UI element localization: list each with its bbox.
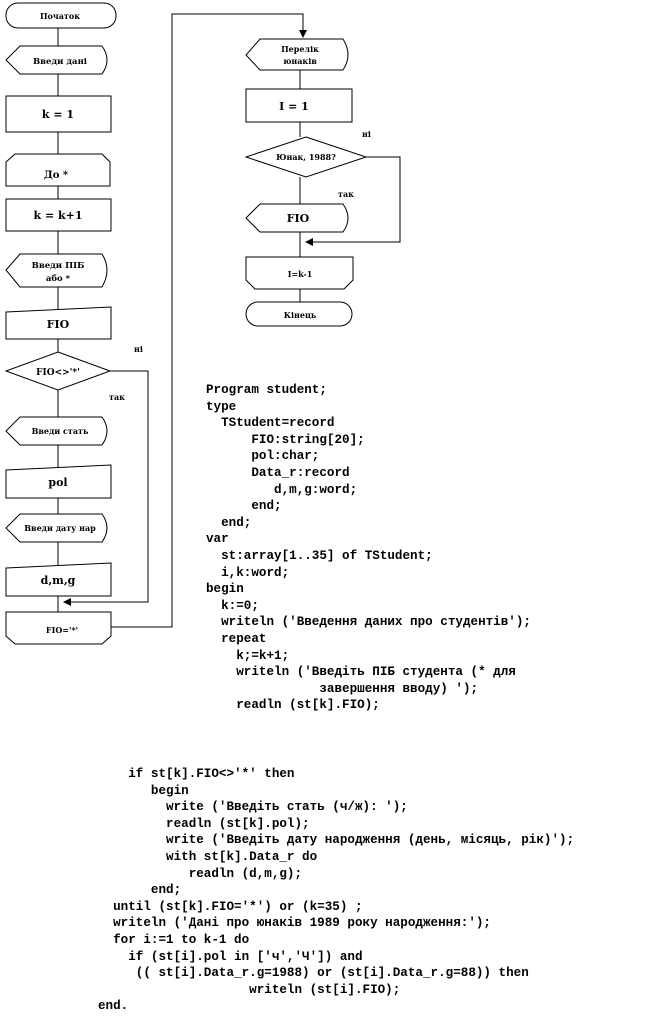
loop-end-right-label: I=k-1: [288, 269, 313, 279]
input-data-shape: [5, 45, 108, 75]
k-init-label: k = 1: [42, 108, 74, 121]
code-line: write ('Введіть дату народження (день, м…: [98, 833, 575, 848]
k-init-process: [5, 95, 112, 133]
code-line: for i:=1 to k-1 do: [98, 932, 250, 947]
code-line: d,m,g:word;: [206, 482, 358, 497]
code-line: Data_r:record: [206, 465, 350, 480]
code-line: write ('Введіть стать (ч/ж): ');: [98, 800, 408, 815]
fio-io-label: FIO: [47, 318, 70, 331]
left-yes-label: так: [109, 392, 125, 402]
code-line: readln (d,m,g);: [98, 866, 303, 881]
code-line: var: [206, 532, 229, 547]
code-line: k;=k+1;: [206, 648, 290, 663]
pol-io-shape: [5, 464, 112, 499]
end-terminator: [245, 301, 353, 327]
loop-end-right-shape: [245, 256, 354, 290]
code-line: TStudent=record: [206, 416, 335, 431]
k-inc-label: k = k+1: [34, 209, 83, 222]
code-block-top: Program student; type TStudent=record FIO…: [206, 382, 531, 714]
i-init-process: [245, 88, 353, 123]
code-line: (( st[i].Data_r.g=1988) or (st[i].Data_r…: [98, 966, 529, 981]
code-line: readln (st[k].pol);: [98, 816, 310, 831]
input-name-shape: [5, 253, 108, 288]
code-line: with st[k].Data_r do: [98, 849, 318, 864]
input-sex-label: Введи стать: [32, 426, 89, 436]
code-line: FIO:string[20];: [206, 432, 365, 447]
code-line: pol:char;: [206, 449, 320, 464]
code-line: writeln ('Введіть ПІБ студента (* для: [206, 665, 516, 680]
code-line: завершення вводу) ');: [206, 681, 479, 696]
code-line: end;: [206, 499, 282, 514]
start-label: Початок: [40, 11, 80, 21]
code-line: k:=0;: [206, 598, 259, 613]
code-line: writeln ('Дані про юнаків 1989 року наро…: [98, 916, 491, 931]
right-yes-label: так: [338, 189, 354, 199]
input-date-shape: [5, 513, 108, 543]
decision-boy-shape: [244, 136, 368, 178]
code-line: repeat: [206, 631, 267, 646]
pol-io-label: pol: [48, 476, 67, 489]
date-io-shape: [5, 562, 112, 597]
code-line: begin: [98, 783, 189, 798]
code-line: end;: [98, 883, 182, 898]
date-io-label: d,m,g: [41, 574, 76, 587]
code-line: writeln (st[i].FIO);: [98, 982, 401, 997]
decision-boy-label: Юнак, 1988?: [276, 152, 336, 162]
output-fio-shape: [245, 203, 349, 233]
fio-io-shape: [5, 306, 112, 340]
code-block-bottom: if st[k].FIO<>'*' then begin write ('Вве…: [98, 766, 574, 1015]
loop-end-label: FIO='*': [46, 625, 78, 635]
code-line: writeln ('Введення даних про студентів')…: [206, 615, 531, 630]
input-name-label-line2: або *: [46, 273, 71, 284]
code-line: end.: [98, 999, 129, 1014]
code-line: st:array[1..35] of TStudent;: [206, 548, 433, 563]
input-data-label: Введи дані: [33, 57, 88, 67]
end-label: Кінець: [284, 310, 317, 320]
list-header-label-line1: Перелік: [281, 44, 319, 54]
input-name-label-line1: Введи ПІБ: [32, 261, 85, 271]
start-terminator: [5, 2, 117, 29]
code-line: if (st[i].pol in ['ч','Ч']) and: [98, 949, 363, 964]
code-line: until (st[k].FIO='*') or (k=35) ;: [98, 899, 363, 914]
right-no-label: ні: [362, 129, 371, 139]
loop-end-shape: [5, 611, 112, 645]
input-date-label: Введи дату нар: [24, 523, 96, 533]
list-header-label-line2: юнаків: [283, 56, 317, 66]
decision-fio-label: FIO<>'*': [36, 368, 80, 378]
code-line: Program student;: [206, 383, 327, 397]
left-no-label: ні: [134, 344, 143, 354]
loop-until-shape: [5, 153, 111, 187]
code-line: readln (st[k].FIO);: [206, 698, 380, 713]
code-line: end;: [206, 515, 252, 530]
code-line: type: [206, 399, 237, 414]
code-line: i,k:word;: [206, 565, 290, 580]
code-line: if st[k].FIO<>'*' then: [98, 767, 295, 781]
code-line: begin: [206, 582, 244, 597]
i-init-label: I = 1: [279, 100, 309, 113]
input-sex-shape: [5, 416, 108, 446]
output-fio-label: FIO: [287, 212, 310, 225]
list-header-shape: [245, 38, 349, 71]
loop-until-label: До *: [44, 170, 69, 181]
